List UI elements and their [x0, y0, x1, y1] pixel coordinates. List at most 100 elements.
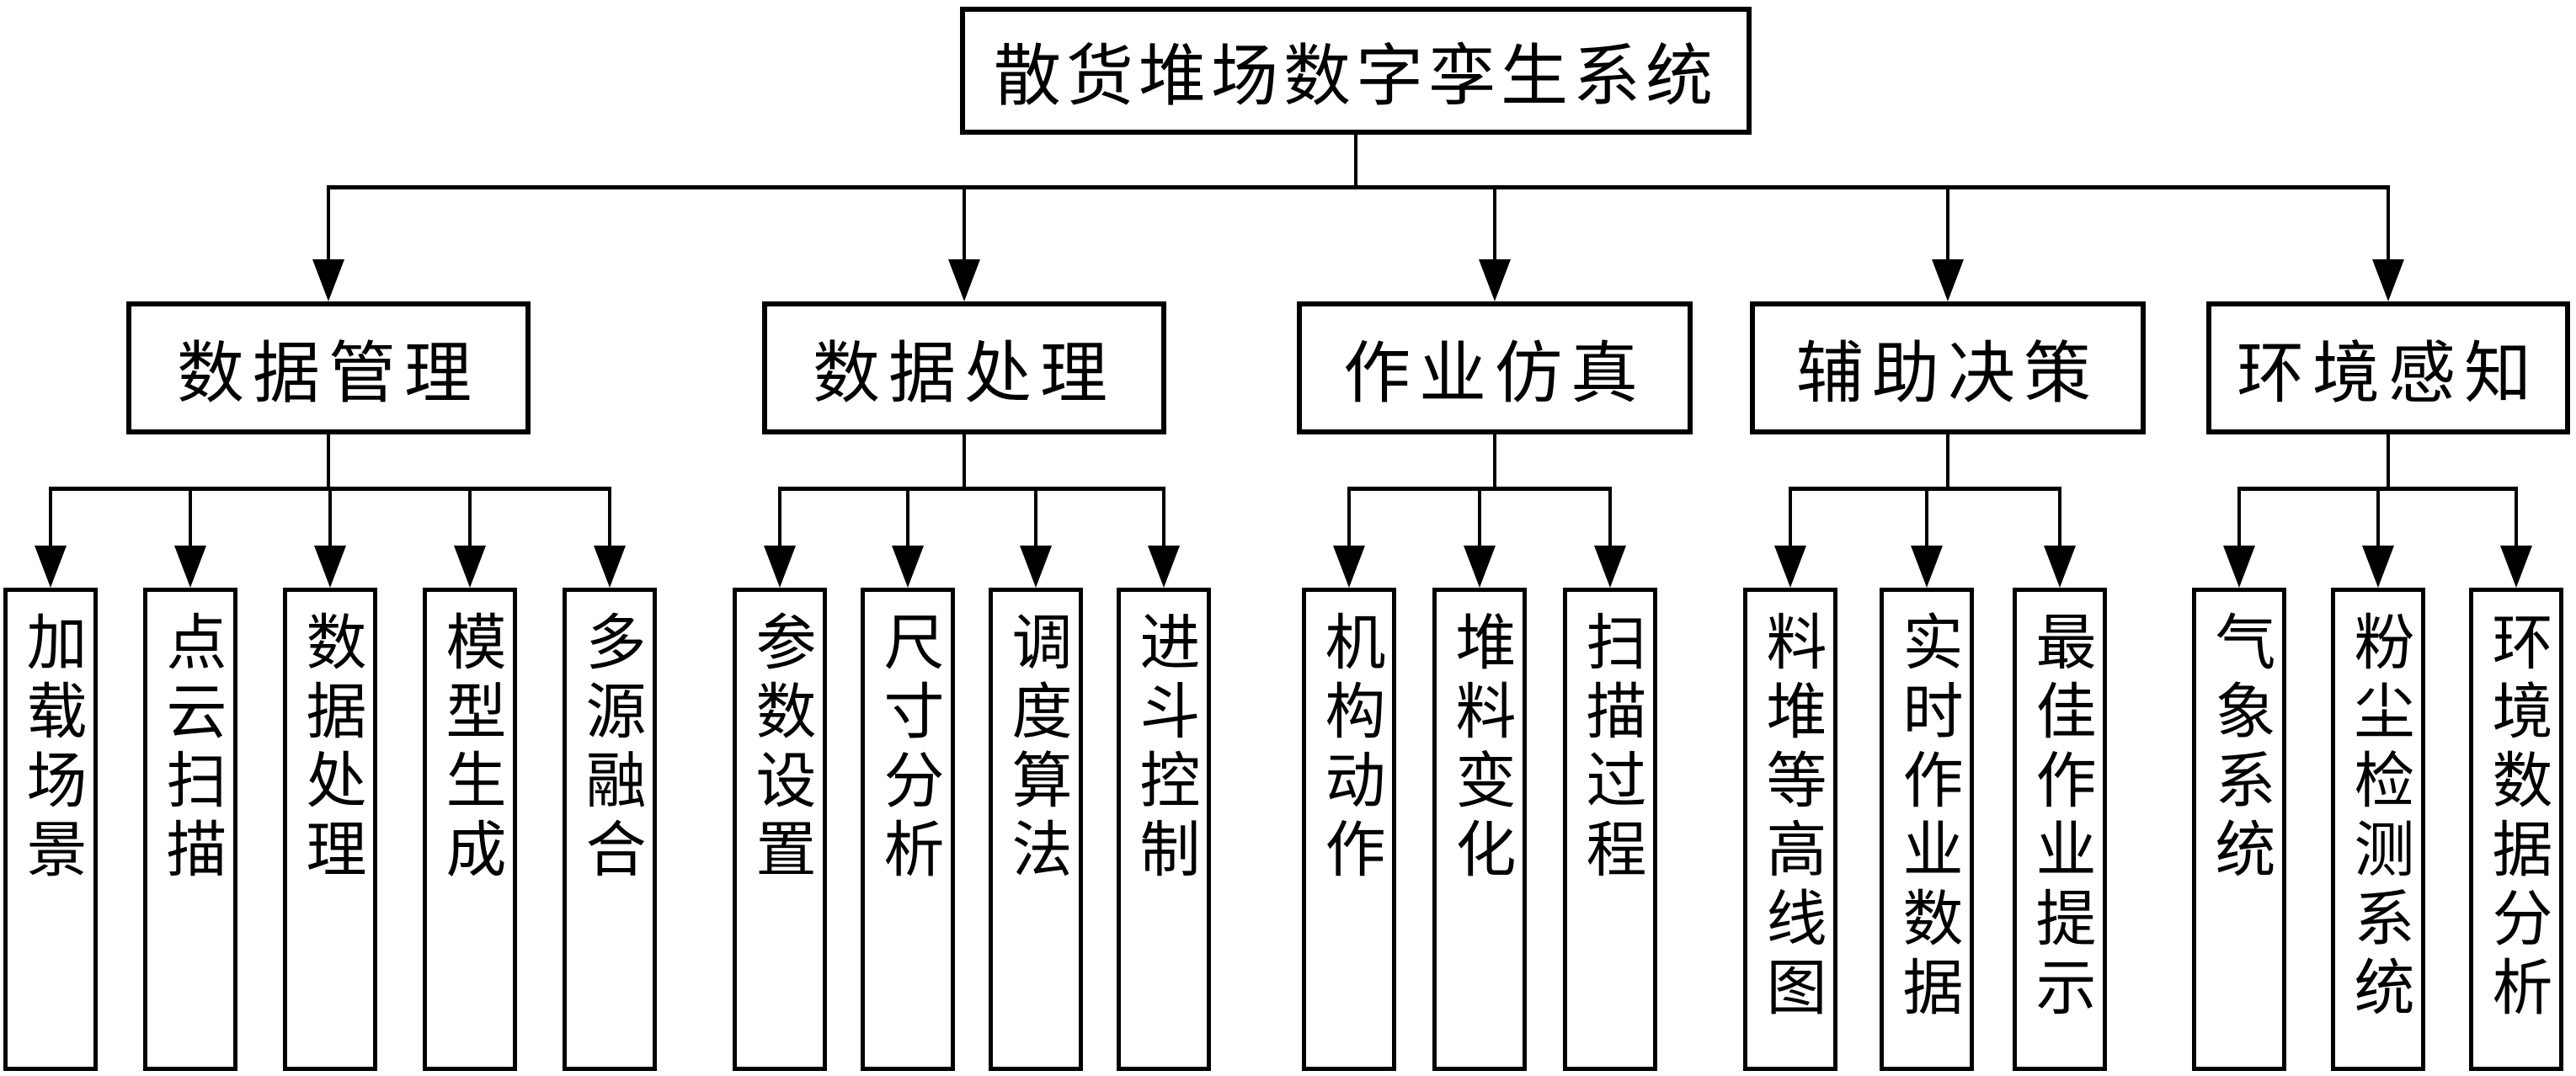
node-data-processing: 数据处理	[762, 301, 1166, 434]
node-label: 加载场景	[17, 610, 84, 887]
connector-line	[468, 488, 472, 554]
node-model-generation: 模型生成	[423, 588, 517, 1071]
node-label: 模型生成	[436, 610, 504, 887]
connector-line	[2237, 488, 2241, 554]
node-label: 调度算法	[1002, 610, 1069, 887]
node-label: 机构动作	[1315, 610, 1383, 887]
arrow-down-icon	[312, 259, 344, 301]
connector-line	[327, 434, 330, 488]
arrow-down-icon	[1774, 546, 1806, 588]
node-label: 参数设置	[746, 610, 813, 887]
connector-line	[1493, 434, 1496, 488]
arrow-down-icon	[2500, 546, 2532, 588]
node-optimal-operation-tips: 最佳作业提示	[2013, 588, 2107, 1071]
node-label: 扫描过程	[1576, 610, 1644, 887]
node-realtime-operation-data: 实时作业数据	[1880, 588, 1974, 1071]
arrow-down-icon	[948, 259, 980, 301]
node-label: 点云扫描	[157, 610, 224, 887]
node-mechanism-action: 机构动作	[1302, 588, 1396, 1071]
node-label: 环境感知	[2237, 338, 2540, 412]
node-stockpile-change: 堆料变化	[1432, 588, 1527, 1071]
arrow-down-icon	[594, 546, 626, 588]
connector-line	[1925, 488, 1928, 554]
connector-line	[608, 488, 611, 554]
node-label: 数据处理	[813, 338, 1116, 412]
connector-line	[327, 187, 330, 268]
connector-line	[189, 488, 192, 554]
connector-line	[1347, 488, 1351, 554]
arrow-down-icon	[1932, 259, 1964, 301]
connector-line	[1946, 434, 1949, 488]
node-data-processing-sub: 数据处理	[283, 588, 377, 1071]
arrow-down-icon	[35, 546, 67, 588]
arrow-down-icon	[1464, 546, 1496, 588]
connector-line	[1162, 488, 1165, 554]
node-label: 堆料变化	[1446, 610, 1513, 887]
arrow-down-icon	[314, 546, 346, 588]
node-decision-support: 辅助决策	[1750, 301, 2146, 434]
node-label: 数据处理	[296, 610, 364, 887]
node-multi-source-fusion: 多源融合	[563, 588, 657, 1071]
node-label: 实时作业数据	[1893, 610, 1960, 1025]
arrow-down-icon	[2372, 259, 2404, 301]
arrow-down-icon	[1333, 546, 1365, 588]
connector-line	[2387, 434, 2390, 488]
node-label: 尺寸分析	[874, 610, 941, 887]
connector-line	[2376, 488, 2380, 554]
node-label: 最佳作业提示	[2026, 610, 2093, 1025]
node-label: 环境数据分析	[2483, 610, 2550, 1025]
node-hopper-feed-control: 进斗控制	[1117, 588, 1211, 1071]
node-label: 粉尘检测系统	[2344, 610, 2412, 1025]
node-weather-system: 气象系统	[2192, 588, 2286, 1071]
arrow-down-icon	[1911, 546, 1943, 588]
connector-line	[906, 488, 909, 554]
arrow-down-icon	[1479, 259, 1511, 301]
connector-line	[49, 488, 52, 554]
node-label: 数据管理	[177, 338, 480, 412]
node-label: 多源融合	[576, 610, 643, 887]
node-stockpile-contour-map: 料堆等高线图	[1743, 588, 1837, 1071]
arrow-down-icon	[892, 546, 924, 588]
connector-line	[1354, 135, 1357, 187]
connector-line	[1478, 488, 1481, 554]
arrow-down-icon	[2044, 546, 2076, 588]
connector-line	[1789, 488, 1792, 554]
node-load-scene: 加载场景	[3, 588, 98, 1071]
node-operation-simulation: 作业仿真	[1297, 301, 1693, 434]
arrow-down-icon	[2362, 546, 2394, 588]
node-label: 散货堆场数字孪生系统	[994, 40, 1718, 115]
node-environment-perception: 环境感知	[2206, 301, 2570, 434]
connector-line	[1034, 488, 1037, 554]
arrow-down-icon	[1148, 546, 1180, 588]
connector-line	[328, 488, 332, 554]
arrow-down-icon	[174, 546, 206, 588]
connector-line	[2515, 488, 2518, 554]
node-parameter-settings: 参数设置	[733, 588, 827, 1071]
connector-line	[2058, 488, 2061, 554]
arrow-down-icon	[764, 546, 796, 588]
connector-line	[2387, 187, 2390, 268]
arrow-down-icon	[2223, 546, 2255, 588]
node-dust-detection-system: 粉尘检测系统	[2331, 588, 2425, 1071]
connector-line	[778, 487, 1165, 491]
node-label: 料堆等高线图	[1757, 610, 1824, 1025]
node-scheduling-algorithm: 调度算法	[989, 588, 1083, 1071]
node-point-cloud-scan: 点云扫描	[143, 588, 237, 1071]
connector-line	[1493, 187, 1496, 268]
node-label: 进斗控制	[1130, 610, 1197, 887]
node-scan-process: 扫描过程	[1563, 588, 1657, 1071]
node-label: 辅助决策	[1796, 338, 2099, 412]
arrow-down-icon	[454, 546, 486, 588]
arrow-down-icon	[1594, 546, 1626, 588]
connector-line	[963, 434, 966, 488]
node-label: 作业仿真	[1343, 338, 1646, 412]
node-data-management: 数据管理	[126, 301, 531, 434]
node-environment-data-analysis: 环境数据分析	[2469, 588, 2563, 1071]
connector-line	[778, 488, 781, 554]
node-label: 气象系统	[2205, 610, 2273, 887]
connector-line	[1608, 488, 1612, 554]
connector-line	[1946, 187, 1949, 268]
arrow-down-icon	[1020, 546, 1052, 588]
node-dimension-analysis: 尺寸分析	[861, 588, 955, 1071]
